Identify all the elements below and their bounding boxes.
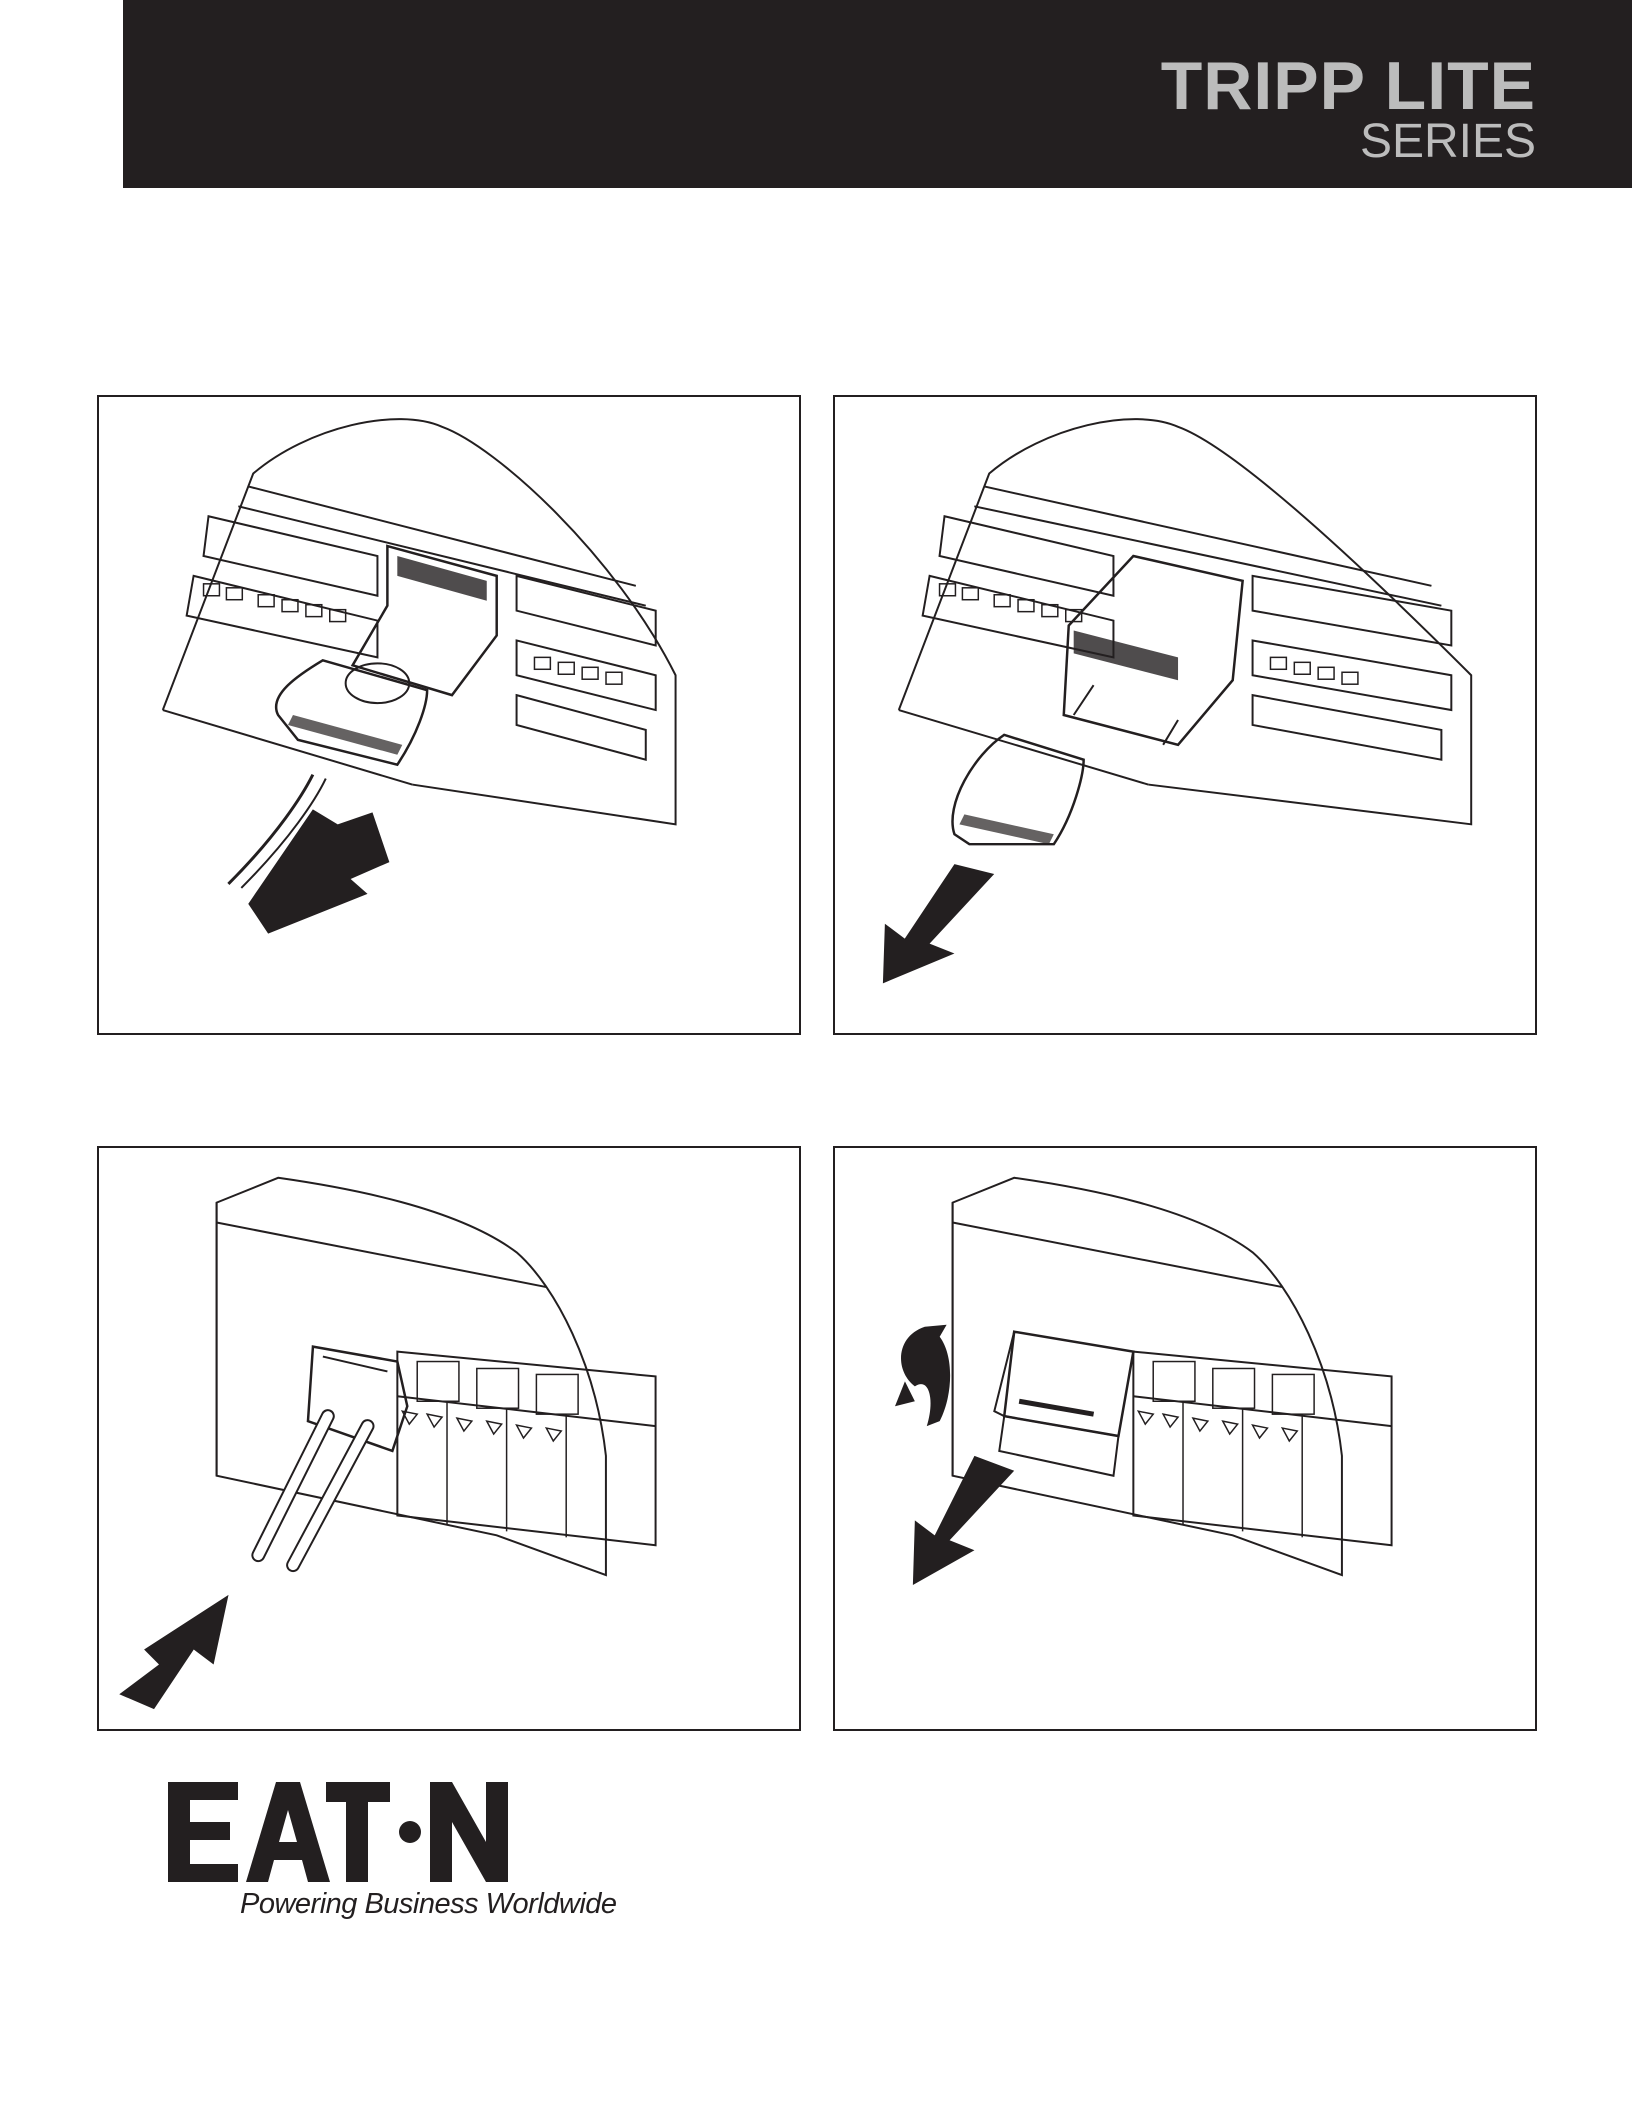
figure-insert-qsfp-cable	[97, 395, 801, 1035]
figure-insert-sfp-fiber	[97, 1146, 801, 1731]
tagline: Powering Business Worldwide	[240, 1888, 617, 1921]
figure-remove-sfp-module	[833, 1146, 1537, 1731]
illustration-insert-sfp-fiber	[99, 1148, 799, 1729]
illustration-remove-qsfp-module	[835, 397, 1535, 1033]
illustration-remove-sfp-module	[835, 1148, 1535, 1729]
arrow-down-left-icon	[883, 864, 994, 983]
arrow-down-left-icon	[913, 1456, 1014, 1585]
illustration-insert-qsfp-cable	[99, 397, 799, 1033]
eaton-logo	[168, 1782, 508, 1882]
brand-series: SERIES	[1360, 118, 1536, 166]
figure-remove-qsfp-module	[833, 395, 1537, 1035]
arrow-up-right-icon	[119, 1595, 228, 1709]
brand-title: TRIPP LITE	[1161, 52, 1536, 120]
rotate-arrow-icon	[895, 1325, 950, 1426]
header-bar: TRIPP LITE SERIES	[123, 0, 1632, 188]
arrow-up-right-icon	[248, 809, 389, 933]
